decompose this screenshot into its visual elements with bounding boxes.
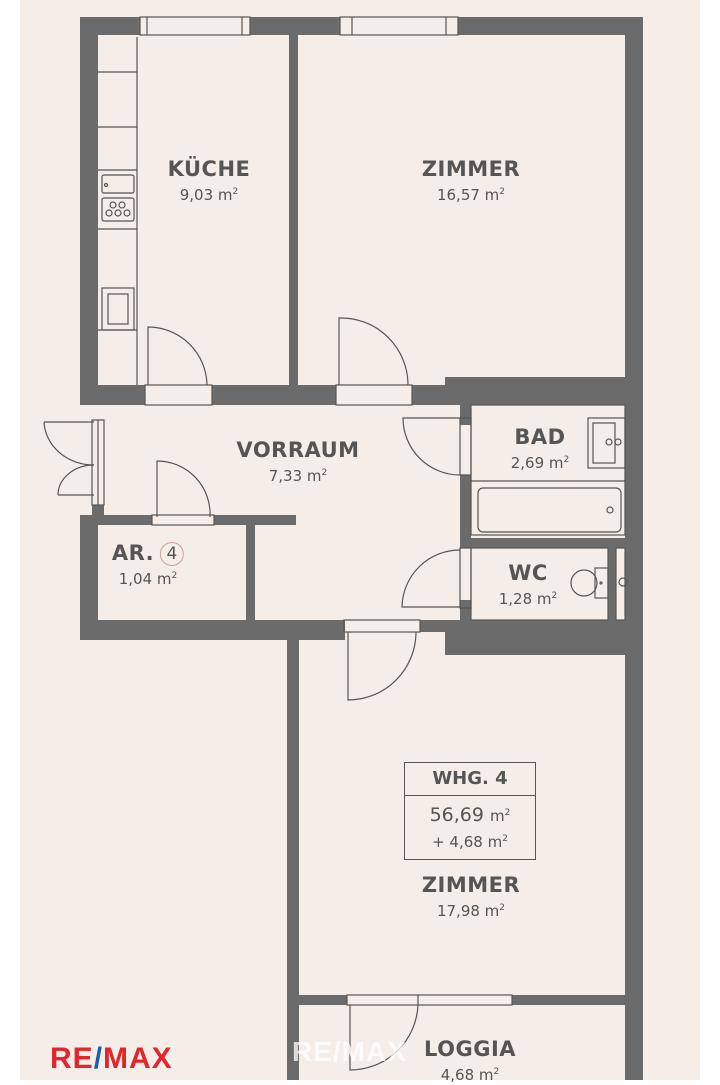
room-zimmer-1: ZIMMER 16,57 m2	[422, 156, 520, 205]
room-area: 17,98 m2	[436, 902, 506, 920]
room-ar: AR.4 1,04 m2	[112, 540, 185, 589]
remax-watermark: RE/MAX	[292, 1036, 407, 1067]
room-area: 7,33 m2	[268, 467, 328, 485]
room-area: 4,68 m2	[440, 1066, 500, 1084]
room-zimmer-2: ZIMMER 17,98 m2	[422, 872, 520, 921]
fixtures-and-doors	[43, 16, 628, 1071]
unit-total-area: 56,69 m2	[429, 804, 511, 826]
room-name: KÜCHE	[167, 157, 251, 181]
room-name: ZIMMER	[421, 157, 521, 181]
unit-summary-box: WHG. 4 56,69 m2 + 4,68 m2	[404, 762, 536, 860]
room-wc: WC 1,28 m2	[499, 560, 558, 609]
room-loggia: LOGGIA 4,68 m2	[424, 1036, 516, 1085]
room-name: VORRAUM	[236, 438, 360, 462]
room-name: ZIMMER	[421, 873, 521, 897]
room-area: 1,04 m2	[118, 570, 178, 588]
room-name: WC	[508, 561, 548, 585]
room-name: BAD	[514, 425, 566, 449]
room-vorraum: VORRAUM 7,33 m2	[236, 437, 359, 486]
room-area: 2,69 m2	[510, 454, 570, 472]
room-area: 16,57 m2	[436, 186, 506, 204]
room-kueche: KÜCHE 9,03 m2	[168, 156, 251, 205]
walls	[80, 17, 643, 1080]
room-bad: BAD 2,69 m2	[511, 424, 570, 473]
room-name: AR.4	[112, 540, 185, 566]
unit-extra-area: + 4,68 m2	[432, 833, 508, 851]
unit-title: WHG. 4	[405, 763, 535, 796]
unit-number-badge: 4	[160, 542, 185, 566]
remax-logo: RE/MAX	[50, 1042, 173, 1075]
room-area: 9,03 m2	[179, 186, 239, 204]
room-area: 1,28 m2	[498, 590, 558, 608]
room-name: LOGGIA	[423, 1037, 517, 1061]
